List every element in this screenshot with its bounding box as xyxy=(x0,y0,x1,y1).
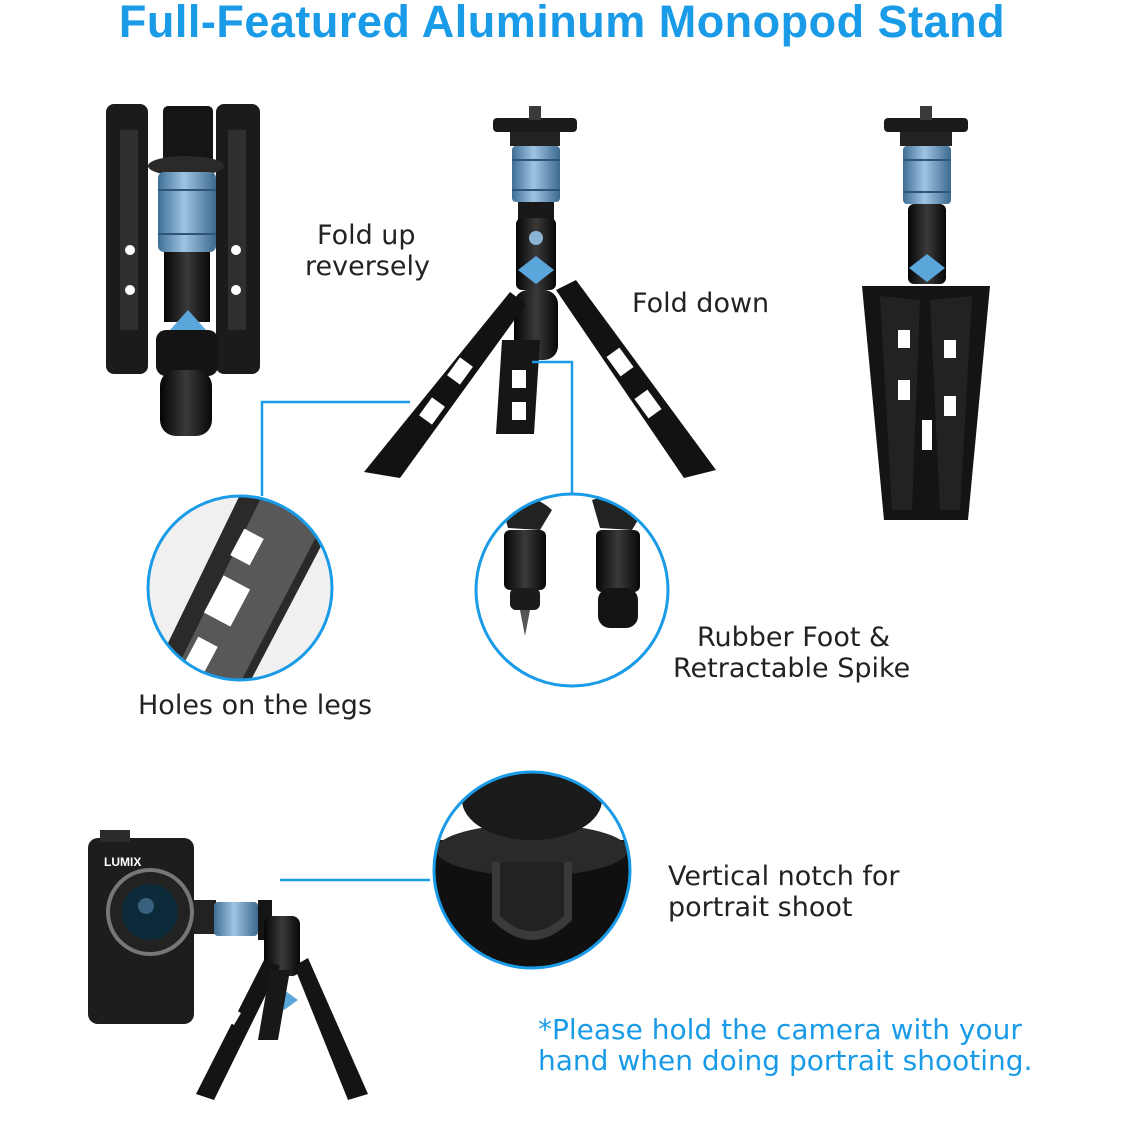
camera-brand-text: LUMIX xyxy=(104,855,141,869)
holes-detail-circle xyxy=(146,494,334,682)
rubber-foot-label: Rubber Foot & xyxy=(697,622,891,653)
fold-up-label-line2: reversely xyxy=(305,251,430,282)
fold-up-label: Fold up xyxy=(317,220,416,251)
folded-up-tripod-image xyxy=(106,104,260,436)
page-title: Full-Featured Aluminum Monopod Stand xyxy=(118,0,1006,47)
feet-detail-circle xyxy=(474,492,670,688)
camera-tripod-image: LUMIX xyxy=(88,830,368,1100)
notch-label-line2: portrait shoot xyxy=(668,892,853,923)
notch-label: Vertical notch for xyxy=(668,861,900,892)
open-tripod-image xyxy=(364,106,716,478)
spike-label: Retractable Spike xyxy=(673,653,911,684)
holes-label: Holes on the legs xyxy=(138,690,373,721)
fold-down-label: Fold down xyxy=(632,288,770,319)
portrait-note: *Please hold the camera with your xyxy=(538,1013,1022,1046)
portrait-note-line2: hand when doing portrait shooting. xyxy=(538,1044,1033,1077)
folded-down-tripod-image xyxy=(862,106,990,520)
notch-detail-circle xyxy=(432,770,632,970)
